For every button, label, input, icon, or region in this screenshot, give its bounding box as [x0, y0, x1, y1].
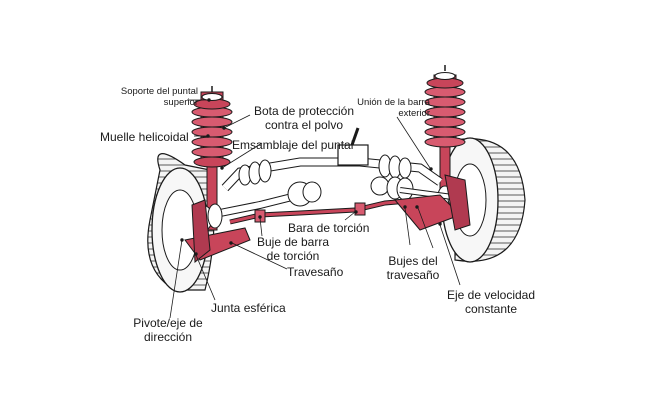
label-bara-torcion: Bara de torción	[288, 221, 370, 235]
left-control-arm	[184, 199, 251, 263]
label-buje-barra-line2: de torción	[266, 249, 320, 263]
steering-rack	[221, 127, 443, 192]
label-ensamblaje: Emsamblaje del puntal	[232, 138, 354, 152]
label-bota-line2: contra el polvo	[264, 118, 344, 132]
label-union-barra: Unión de la barra exterior	[345, 97, 430, 119]
label-eje-velocidad-line2: constante	[464, 302, 518, 316]
label-travesano: Travesaño	[287, 265, 344, 279]
label-soporte-puntal-line1: Soporte del puntal	[120, 86, 198, 97]
label-union-barra-line1: Unión de la barra	[357, 97, 430, 108]
label-buje-barra-line1: Buje de barra	[256, 235, 330, 249]
right-strut	[424, 65, 466, 191]
label-soporte-puntal: Soporte del puntal superior	[118, 86, 198, 108]
label-eje-velocidad-line1: Eje de velocidad	[446, 288, 536, 302]
label-union-barra-line2: exterior	[398, 108, 430, 119]
label-bota-line1: Bota de protección	[253, 104, 355, 118]
leader-lines	[169, 98, 461, 319]
left-strut	[191, 86, 233, 231]
label-soporte-puntal-line2: superior	[163, 97, 198, 108]
label-muelle: Muelle helicoidal	[100, 130, 189, 144]
right-control-arm	[394, 174, 471, 231]
label-junta: Junta esférica	[211, 301, 286, 315]
label-eje-velocidad: Eje de velocidad constante	[436, 288, 546, 316]
label-bujes-travesano-line2: travesaño	[386, 268, 440, 282]
label-pivote-line1: Pivote/eje de	[133, 316, 203, 330]
label-pivote: Pivote/eje de dirección	[120, 316, 216, 344]
label-bota: Bota de protección contra el polvo	[246, 104, 362, 132]
label-buje-barra: Buje de barra de torción	[250, 235, 336, 263]
label-pivote-line2: dirección	[143, 330, 193, 344]
label-bujes-travesano: Bujes del travesaño	[381, 254, 445, 282]
label-bujes-travesano-line1: Bujes del	[388, 254, 438, 268]
